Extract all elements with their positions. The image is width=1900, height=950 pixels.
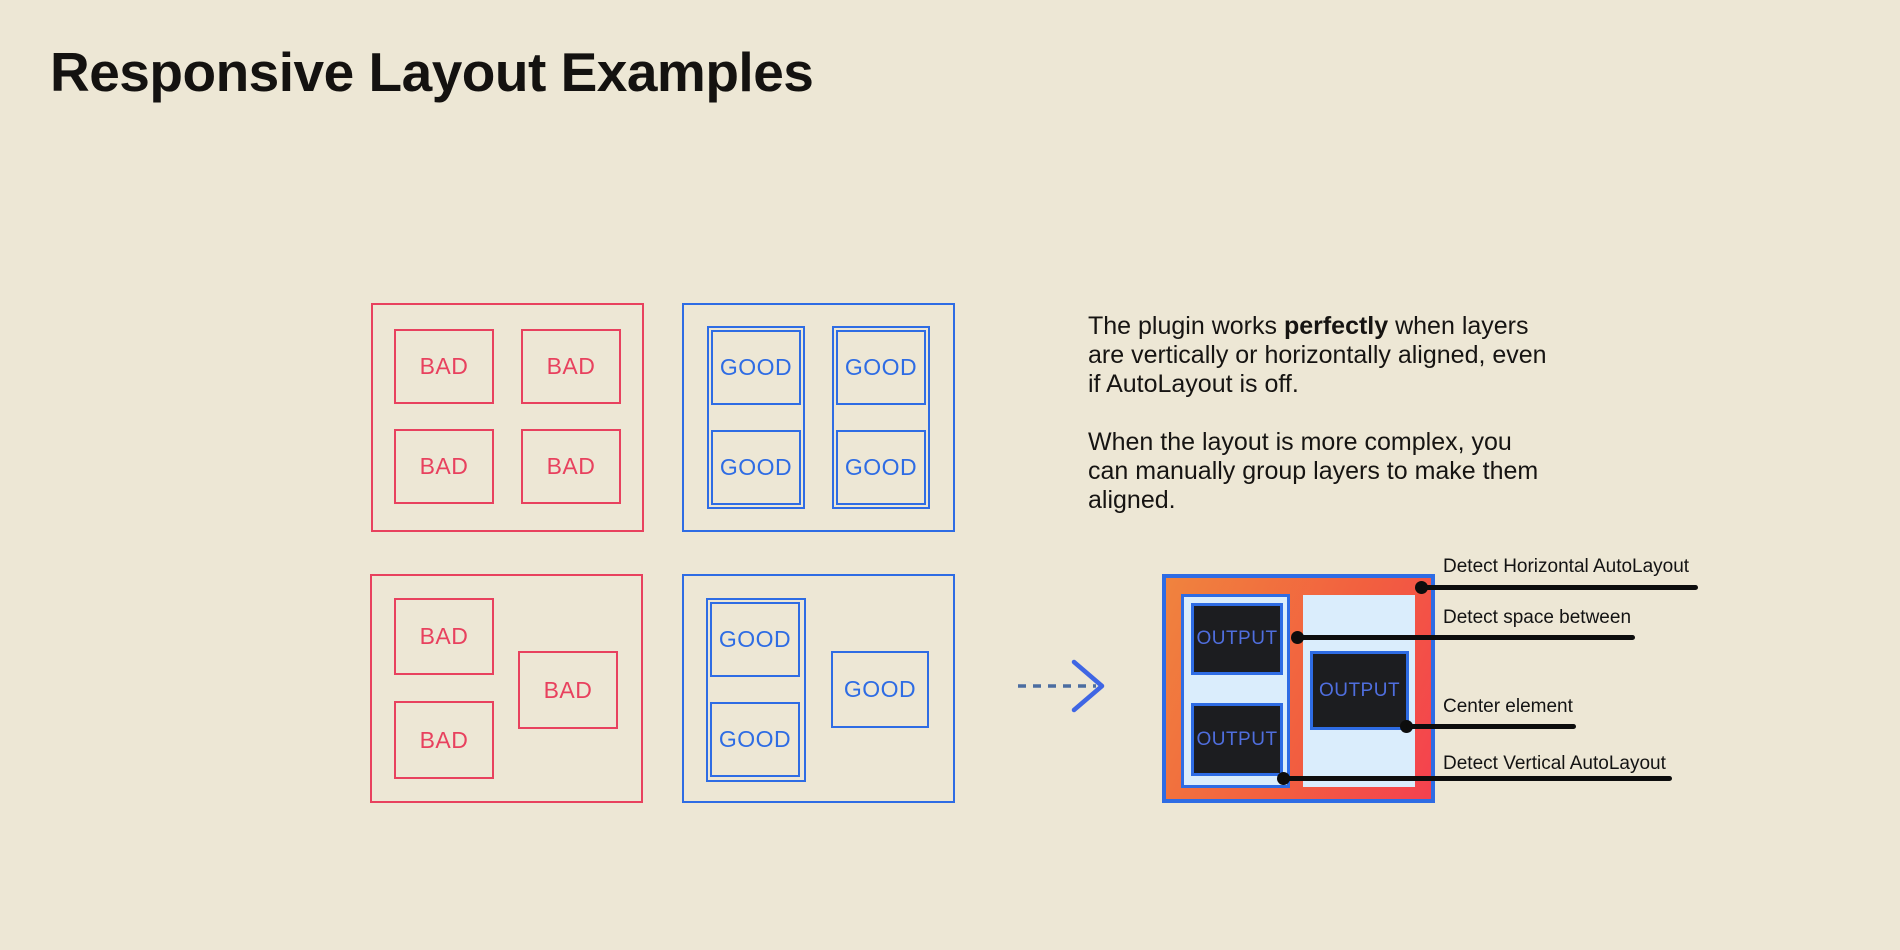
bad-box-label: BAD xyxy=(419,353,469,379)
good-column-group: GOOD GOOD xyxy=(707,326,805,509)
output-box-label: OUTPUT xyxy=(1196,728,1278,750)
good-column-group: GOOD GOOD xyxy=(832,326,930,509)
description-paragraph-1: The plugin works perfectly when layers a… xyxy=(1088,312,1558,399)
description-p1-bold: perfectly xyxy=(1283,312,1389,340)
example-good-aligned-frame: GOOD GOOD GOOD GOOD xyxy=(682,303,955,532)
bad-box: BAD xyxy=(394,329,494,404)
bad-box-label: BAD xyxy=(419,453,469,479)
output-left-group: OUTPUT OUTPUT xyxy=(1181,594,1290,788)
good-box-label: GOOD xyxy=(844,354,918,380)
callout-line xyxy=(1283,775,1672,781)
output-card: OUTPUT OUTPUT OUTPUT xyxy=(1162,574,1435,803)
good-box: GOOD xyxy=(710,602,800,677)
callout-label: Center element xyxy=(1443,696,1573,717)
example-bad-complex-frame: BAD BAD BAD xyxy=(370,574,643,803)
output-box: OUTPUT xyxy=(1191,603,1283,675)
callout-label: Detect space between xyxy=(1443,607,1632,628)
bad-box-label: BAD xyxy=(546,453,596,479)
good-box: GOOD xyxy=(836,430,926,505)
good-box: GOOD xyxy=(831,651,929,728)
good-column-group: GOOD GOOD xyxy=(706,598,806,782)
output-right-panel: OUTPUT xyxy=(1303,595,1415,787)
bad-box: BAD xyxy=(521,329,621,404)
callout-line xyxy=(1297,634,1635,640)
output-box-centered: OUTPUT xyxy=(1310,651,1409,730)
description-text: The plugin works perfectly when layers a… xyxy=(1088,312,1558,515)
arrow-chevron xyxy=(1071,659,1105,713)
good-box-label: GOOD xyxy=(843,676,917,702)
bad-box-label: BAD xyxy=(419,726,469,753)
callout-line xyxy=(1421,584,1698,590)
callout-line xyxy=(1406,723,1576,729)
bad-box: BAD xyxy=(394,701,494,779)
callout-label: Detect Vertical AutoLayout xyxy=(1443,753,1666,774)
output-box: OUTPUT xyxy=(1191,703,1283,776)
good-box-label: GOOD xyxy=(844,454,918,480)
description-paragraph-2: When the layout is more complex, you can… xyxy=(1088,428,1539,514)
good-box: GOOD xyxy=(711,430,801,505)
good-box-label: GOOD xyxy=(718,726,792,752)
callout-label: Detect Horizontal AutoLayout xyxy=(1443,556,1690,577)
bad-box-label: BAD xyxy=(543,676,593,703)
description-p1-before: The plugin works xyxy=(1088,312,1284,340)
description-p1-after: when layers are vertically or horizontal… xyxy=(1088,312,1547,398)
bad-box: BAD xyxy=(394,598,494,675)
good-box: GOOD xyxy=(836,330,926,405)
good-box-label: GOOD xyxy=(718,626,792,652)
good-box: GOOD xyxy=(710,702,800,777)
output-box-label: OUTPUT xyxy=(1196,628,1278,649)
bad-box: BAD xyxy=(394,429,494,504)
bad-box-label: BAD xyxy=(419,623,469,649)
bad-box: BAD xyxy=(518,651,618,729)
example-bad-aligned-frame: BAD BAD BAD BAD xyxy=(371,303,644,532)
output-box-label: OUTPUT xyxy=(1318,679,1401,701)
transform-arrow-icon xyxy=(1018,659,1105,713)
good-box-label: GOOD xyxy=(719,454,793,480)
bad-box: BAD xyxy=(521,429,621,504)
example-good-complex-frame: GOOD GOOD GOOD xyxy=(682,574,955,803)
good-box-label: GOOD xyxy=(719,354,793,380)
page-title: Responsive Layout Examples xyxy=(50,41,814,103)
bad-box-label: BAD xyxy=(546,353,596,379)
good-box: GOOD xyxy=(711,330,801,405)
